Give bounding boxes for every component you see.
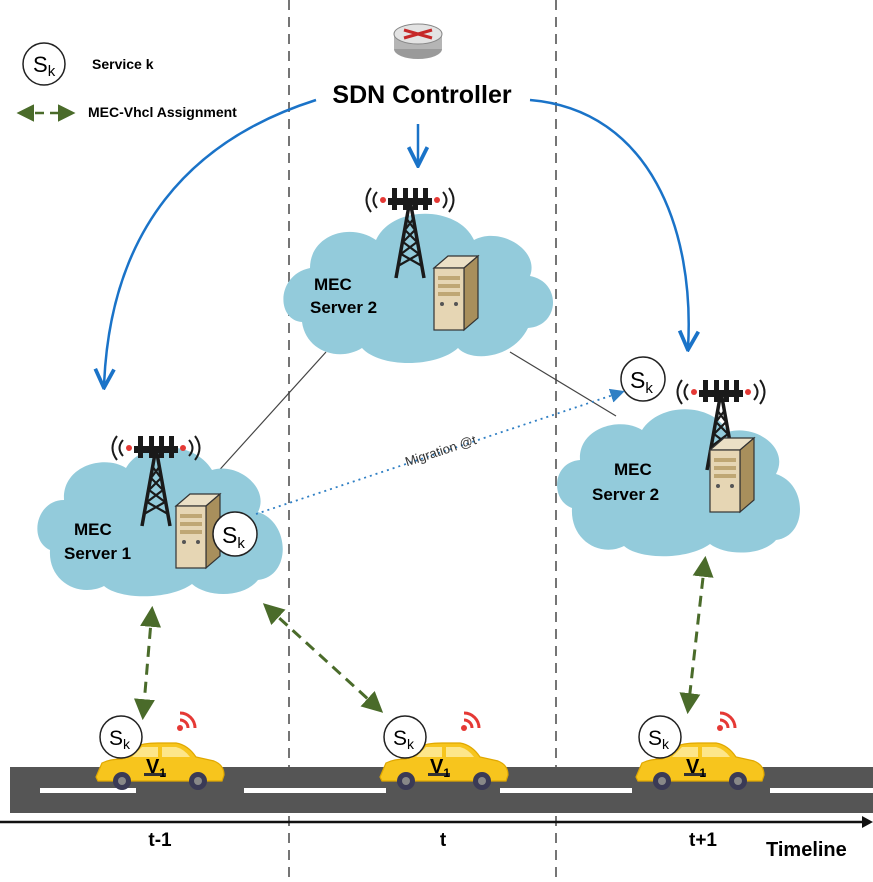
server-icon [709, 437, 755, 513]
server-left-line1: MEC [74, 520, 112, 539]
vehicle-t-plus-1: V1 Sk [635, 711, 765, 791]
server-left-line2: Server 1 [64, 544, 131, 563]
service-legend-subscript: k [48, 63, 56, 80]
service-badge-symbol: S [630, 367, 645, 393]
vehicle-symbol: V [146, 756, 160, 778]
link-server2-server2next [509, 351, 617, 417]
svg-text:Sk: Sk [648, 727, 670, 752]
server-center-line1: MEC [314, 275, 352, 294]
server-center-line2: Server 2 [310, 298, 377, 317]
wifi-signal-icon [175, 711, 197, 733]
service-badge-subscript: k [407, 736, 415, 752]
vehicle-service-circle [638, 715, 682, 759]
svg-text:V1: V1 [686, 756, 706, 780]
service-badge-symbol: S [109, 727, 123, 750]
timeline-arrowhead [862, 816, 873, 828]
service-badge-left: Sk [212, 511, 258, 557]
service-badge-symbol: S [393, 727, 407, 750]
controller-to-server1-arrow [104, 98, 317, 386]
vehicle-subscript: 1 [159, 766, 166, 780]
svg-text:Sk: Sk [109, 727, 131, 752]
timeline-tick-t: t [440, 830, 447, 851]
timeline-label: Timeline [766, 839, 847, 861]
server-right-line1: MEC [614, 460, 652, 479]
timeline-tick-t-minus-1: t-1 [148, 830, 172, 851]
service-badge-symbol: S [222, 522, 237, 548]
vehicle-t: V1 Sk [379, 711, 509, 791]
wifi-signal-icon [715, 711, 737, 733]
migration-arrow [255, 388, 625, 515]
assignment-arrow-t-minus-1 [133, 605, 162, 721]
legend: Sk Service k MEC-Vhcl Assignment [16, 42, 237, 122]
vehicle-symbol: V [430, 756, 444, 778]
service-legend-label: Service k [92, 56, 154, 72]
service-badge-subscript: k [662, 736, 670, 752]
svg-text:Sk: Sk [630, 367, 653, 397]
wifi-signal-icon [459, 711, 481, 733]
service-legend-circle [22, 42, 66, 86]
vehicle-subscript: 1 [699, 766, 706, 780]
assignment-arrow-t [262, 603, 384, 713]
server-right-line2: Server 2 [592, 485, 659, 504]
sdn-controller-label: SDN Controller [332, 81, 511, 109]
router-icon [393, 23, 443, 59]
mec-server-left-cloud: MEC Server 1 Sk [37, 434, 283, 597]
sdn-controller: SDN Controller [332, 23, 512, 109]
link-server2-server1 [213, 351, 327, 477]
service-badge-right: Sk [620, 356, 666, 402]
service-badge-subscript: k [123, 736, 131, 752]
svg-text:Sk: Sk [393, 727, 415, 752]
vehicle-service-circle [99, 715, 143, 759]
svg-text:V1: V1 [430, 756, 450, 780]
service-badge-subscript: k [237, 535, 245, 552]
migration-label: Migration @t [403, 432, 478, 469]
vehicle-t-minus-1: V1 Sk [95, 711, 225, 791]
mec-server-center-cloud: MEC Server 2 [283, 186, 554, 363]
svg-text:V1: V1 [146, 756, 166, 780]
service-badge-symbol: S [648, 727, 662, 750]
service-legend-symbol: S [33, 52, 48, 77]
svg-text:Sk: Sk [33, 52, 56, 80]
controller-to-server2-next-arrow [529, 98, 689, 348]
assignment-arrow-t-plus-1 [679, 555, 714, 715]
timeline-tick-t-plus-1: t+1 [689, 830, 717, 851]
vehicle-symbol: V [686, 756, 700, 778]
svg-text:Sk: Sk [222, 522, 245, 552]
vehicle-subscript: 1 [443, 766, 450, 780]
service-badge-subscript: k [645, 380, 653, 397]
server-icon [433, 255, 479, 331]
vehicle-service-circle [383, 715, 427, 759]
assignment-legend-label: MEC-Vhcl Assignment [88, 104, 237, 120]
mec-server-right-cloud: MEC Server 2 Sk [557, 356, 800, 557]
